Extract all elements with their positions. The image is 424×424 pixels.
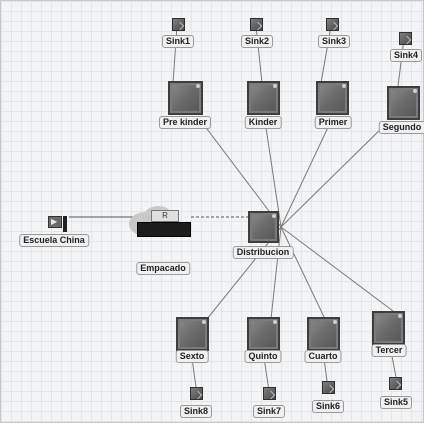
source-icon[interactable]: ▶ (48, 216, 68, 232)
sink1-icon[interactable] (172, 18, 185, 31)
server-prekinder-icon[interactable] (168, 81, 203, 115)
sink4-icon[interactable] (399, 32, 412, 45)
source-label: Escuela China (19, 234, 89, 247)
server-sexto-icon[interactable] (176, 317, 209, 351)
connector-dist-segundo[interactable] (280, 120, 390, 228)
sink5-label: Sink5 (379, 396, 413, 409)
play-arrow-icon: ▶ (51, 217, 58, 226)
combiner-icon[interactable]: R (129, 206, 191, 248)
sink8-label: Sink8 (179, 405, 213, 418)
sink4-label: Sink4 (389, 49, 423, 62)
server-tercer-label: Tercer (371, 344, 407, 357)
sink6-label: Sink6 (311, 400, 345, 413)
combiner-top: R (151, 210, 179, 222)
server-quinto-label: Quinto (244, 350, 282, 363)
server-kinder-icon[interactable] (247, 81, 280, 115)
server-cuarto-icon[interactable] (307, 317, 340, 351)
sink2-label: Sink2 (240, 35, 274, 48)
server-primer-icon[interactable] (316, 81, 349, 115)
connector-segundo-sink4[interactable] (397, 38, 405, 87)
sink5-icon[interactable] (389, 377, 402, 390)
server-segundo-icon[interactable] (387, 86, 420, 120)
sink2-icon[interactable] (250, 18, 263, 31)
server-sexto-label: Sexto (175, 350, 209, 363)
server-kinder-label: Kinder (244, 116, 282, 129)
server-quinto-icon[interactable] (247, 317, 280, 351)
connector-dist-primer[interactable] (280, 120, 332, 228)
combiner-label: Empacado (136, 262, 190, 275)
connector-dist-cuarto[interactable] (280, 226, 326, 320)
server-distribucion-label: Distribucion (232, 246, 294, 259)
sink7-label: Sink7 (252, 405, 286, 418)
source-bar (63, 216, 67, 232)
server-prekinder-label: Pre kinder (158, 116, 212, 129)
sink6-icon[interactable] (322, 381, 335, 394)
sink8-icon[interactable] (190, 387, 203, 400)
server-distribucion-icon[interactable] (248, 211, 279, 243)
sink1-label: Sink1 (161, 35, 195, 48)
server-segundo-label: Segundo (378, 121, 424, 134)
server-primer-label: Primer (314, 116, 352, 129)
server-tercer-icon[interactable] (372, 311, 405, 345)
sink3-icon[interactable] (326, 18, 339, 31)
connector-dist-tercer[interactable] (280, 226, 394, 312)
source-box (48, 216, 62, 228)
sink7-icon[interactable] (263, 387, 276, 400)
sink3-label: Sink3 (317, 35, 351, 48)
combiner-bar (137, 222, 191, 237)
server-cuarto-label: Cuarto (304, 350, 342, 363)
